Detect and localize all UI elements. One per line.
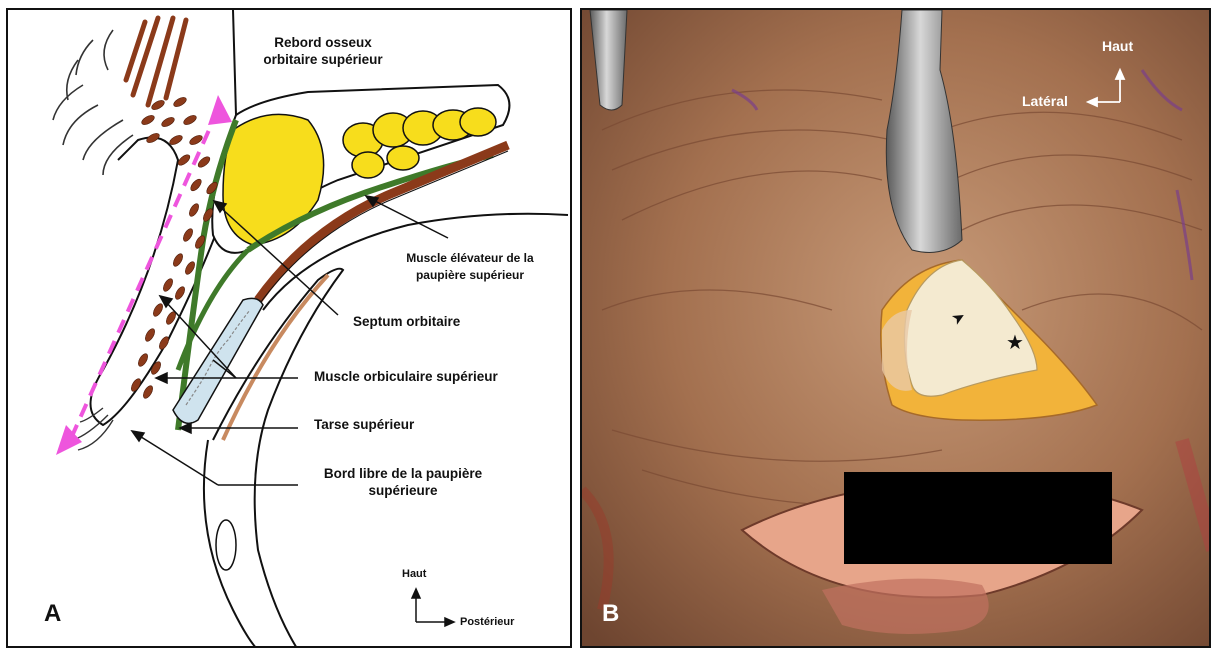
label-rebord-line1: Rebord osseux (258, 34, 388, 51)
label-muscle-elevateur: Muscle élévateur de la paupière supérieu… (380, 250, 560, 284)
eye-lower-outline (204, 440, 258, 648)
label-bord-line1: Bord libre de la paupière (303, 465, 503, 482)
dissection-arrowhead-top (208, 95, 232, 125)
panel-letter-a: A (44, 600, 61, 628)
label-rebord-line2: orbitaire supérieur (258, 51, 388, 68)
orientation-left-label-b: Latéral (1022, 93, 1068, 109)
eyebrow-hairs (53, 30, 133, 175)
panel-b-photo: ➤ ★ Haut Latéral B (580, 8, 1211, 648)
panel-letter-b: B (602, 600, 619, 628)
label-muscle-orbiculaire: Muscle orbiculaire supérieur (314, 368, 498, 385)
leader-lines (132, 196, 448, 485)
label-septum-orbitaire: Septum orbitaire (353, 313, 460, 330)
label-bord-libre: Bord libre de la paupière supérieure (303, 465, 503, 499)
dissection-arrowhead-bottom (56, 425, 82, 455)
preaponeurotic-fat (223, 114, 324, 245)
eyebrow-strands (126, 18, 186, 105)
muller-muscle (223, 275, 328, 440)
panel-a-diagram: Rebord osseux orbitaire supérieur Muscle… (6, 8, 572, 648)
label-tarse-superieur: Tarse supérieur (314, 416, 414, 433)
anonymization-block (844, 472, 1112, 564)
orientation-up-label-b: Haut (1102, 38, 1133, 54)
label-elevateur-line2: paupière supérieur (380, 267, 560, 284)
label-rebord-osseux: Rebord osseux orbitaire supérieur (258, 34, 388, 68)
marker-star: ★ (1006, 330, 1024, 355)
orientation-arrows-a (412, 589, 454, 626)
lower-lid-margin (822, 579, 989, 634)
orientation-up-label-a: Haut (402, 566, 426, 583)
lens-outline (216, 520, 236, 570)
eyelid-anatomy-drawing (8, 10, 572, 648)
label-elevateur-line1: Muscle élévateur de la (380, 250, 560, 267)
label-bord-line2: supérieure (303, 482, 503, 499)
orientation-right-label-a: Postérieur (460, 614, 514, 631)
